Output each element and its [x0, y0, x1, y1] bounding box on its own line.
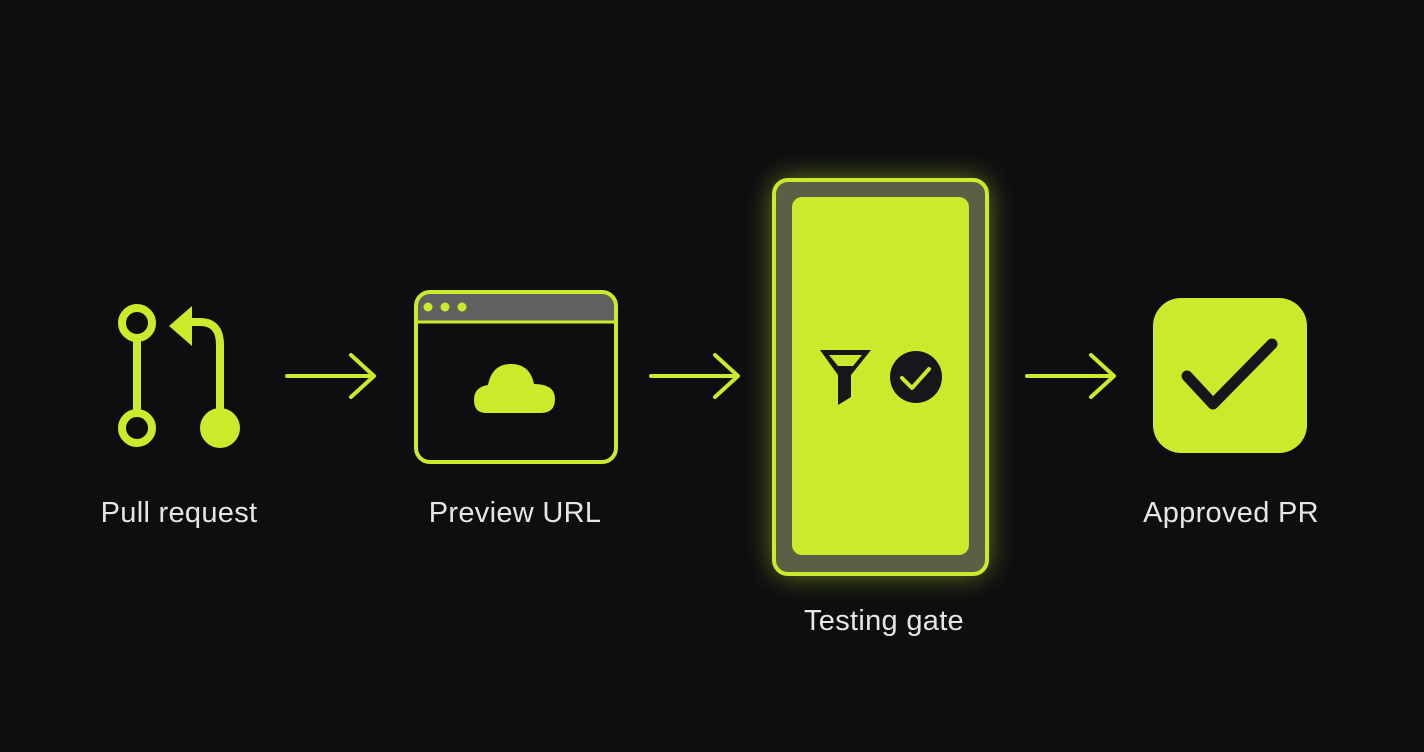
step-label-preview-url: Preview URL [428, 497, 602, 529]
cloud-icon [474, 364, 555, 413]
step-label-approved-pr: Approved PR [1143, 497, 1319, 529]
testing-gate-card [772, 178, 989, 576]
arrow-icon [649, 353, 740, 399]
check-circle-icon [890, 351, 942, 403]
step-label-pull-request: Pull request [100, 497, 258, 529]
git-pull-request-icon [118, 304, 240, 448]
browser-cloud-icon [414, 290, 618, 464]
filter-icon [820, 350, 871, 405]
arrow-icon [285, 353, 376, 399]
arrow-icon [1025, 353, 1116, 399]
step-label-testing-gate: Testing gate [804, 605, 964, 637]
check-square-icon [1153, 298, 1307, 453]
